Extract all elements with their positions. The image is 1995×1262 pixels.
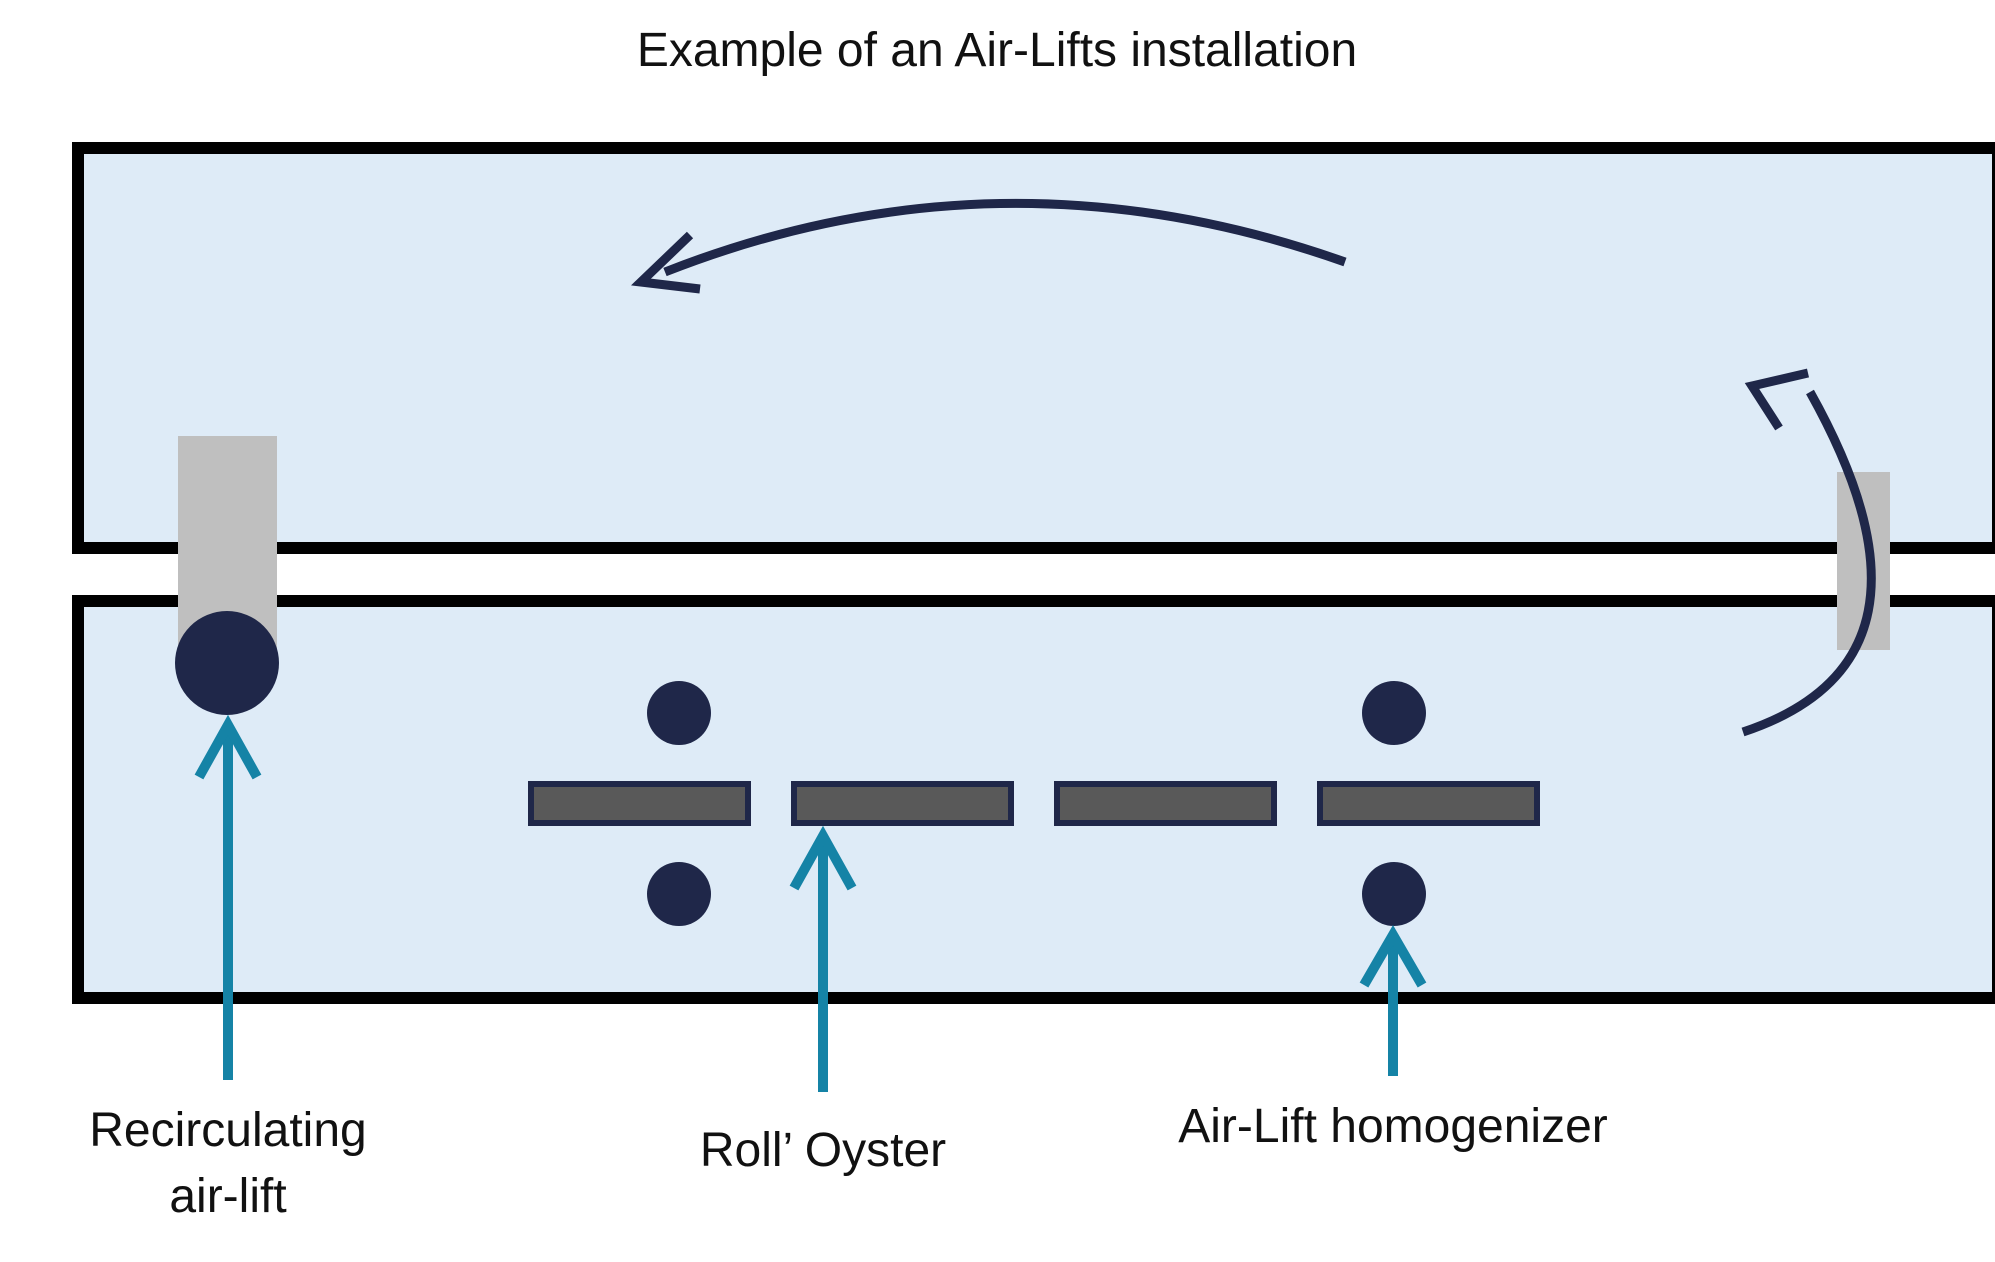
diagram-title: Example of an Air-Lifts installation: [637, 24, 1357, 77]
homogenizer-dot: [1362, 681, 1426, 745]
flow-arrow-right-head: [1744, 368, 1810, 431]
upper-tank: [72, 142, 1995, 554]
oyster-bag: [791, 781, 1014, 826]
label-recirculating-line2: air-lift: [169, 1170, 286, 1223]
oyster-bag: [1054, 781, 1277, 826]
homogenizer-dot: [1362, 862, 1426, 926]
pointer-arrow-recirculating-head: [194, 714, 262, 780]
pointer-arrow-homogenizer-head: [1359, 925, 1427, 988]
label-homogenizer: Air-Lift homogenizer: [1178, 1100, 1608, 1153]
label-recirculating-line1: Recirculating: [89, 1104, 366, 1157]
flow-arrow-top-head: [631, 231, 701, 294]
recirculating-airlift-dot: [175, 611, 279, 715]
homogenizer-dot: [647, 862, 711, 926]
oyster-bag: [528, 781, 751, 826]
label-roll-oyster: Roll’ Oyster: [700, 1124, 946, 1177]
flow-arrow-top: [663, 198, 1347, 277]
homogenizer-dot: [647, 681, 711, 745]
flow-arrow-right: [1741, 389, 1876, 737]
oyster-bag: [1317, 781, 1540, 826]
lower-tank: [72, 595, 1995, 1004]
pointer-arrow-roll-oyster-head: [789, 825, 857, 891]
